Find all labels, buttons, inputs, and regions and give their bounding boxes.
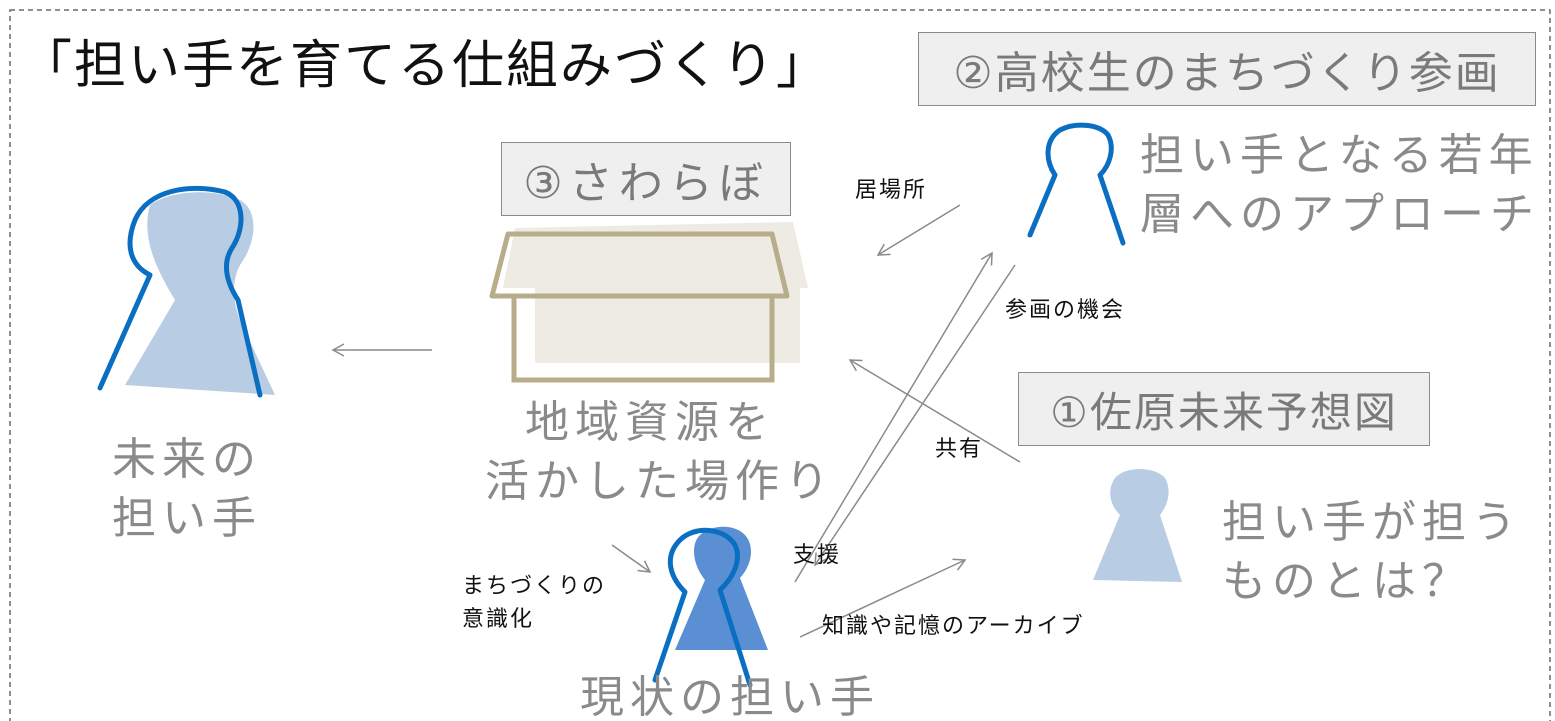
arrows xyxy=(331,204,1021,638)
current-bearer-outline xyxy=(652,527,753,688)
text-ibasho: 居場所 xyxy=(855,178,928,203)
text-young-approach: 担い手となる若年 層へのアプローチ xyxy=(1140,130,1540,241)
young-bearer-figure xyxy=(1027,122,1126,246)
future-bearer-outline xyxy=(97,185,263,398)
arrow-support-down xyxy=(814,264,1016,567)
text-support: 支援 xyxy=(793,543,842,568)
label-high-school-participation: ②高校生のまちづくり参画 xyxy=(918,32,1536,106)
label-sawara-future-map: ①佐原未来予想図 xyxy=(1018,372,1430,446)
house-fill-roof xyxy=(503,222,808,288)
dashed-frame xyxy=(9,9,1551,721)
text-regional-resources: 地域資源を 活かした場作り xyxy=(485,397,835,508)
arrow-awareness xyxy=(611,544,652,573)
house-roof-outline xyxy=(489,231,790,299)
text-current-bearer: 現状の担い手 xyxy=(580,672,880,721)
arrow-share xyxy=(848,359,1021,463)
bearer-question-figure xyxy=(1093,469,1182,582)
arrow-participation-up xyxy=(794,251,993,583)
label-sawarabo: ③さわらぼ xyxy=(501,142,791,216)
future-bearer-figure xyxy=(97,185,275,398)
house-icon xyxy=(489,222,808,383)
page-title: 「担い手を育てる仕組みづくり」 xyxy=(20,36,831,96)
text-future-bearer: 未来の 担い手 xyxy=(112,434,262,545)
text-participation-opportunity: 参画の機会 xyxy=(1005,298,1126,323)
text-bearer-question: 担い手が担う ものとは？ xyxy=(1222,497,1522,608)
house-body-outline xyxy=(511,293,775,383)
text-awareness: まちづくりの 意識化 xyxy=(462,574,607,632)
arrow-archive xyxy=(799,558,967,638)
current-bearer-figure xyxy=(652,526,768,688)
text-archive: 知識や記憶のアーカイブ xyxy=(822,614,1085,639)
arrow-ibasho xyxy=(876,204,961,256)
text-share: 共有 xyxy=(935,437,984,462)
